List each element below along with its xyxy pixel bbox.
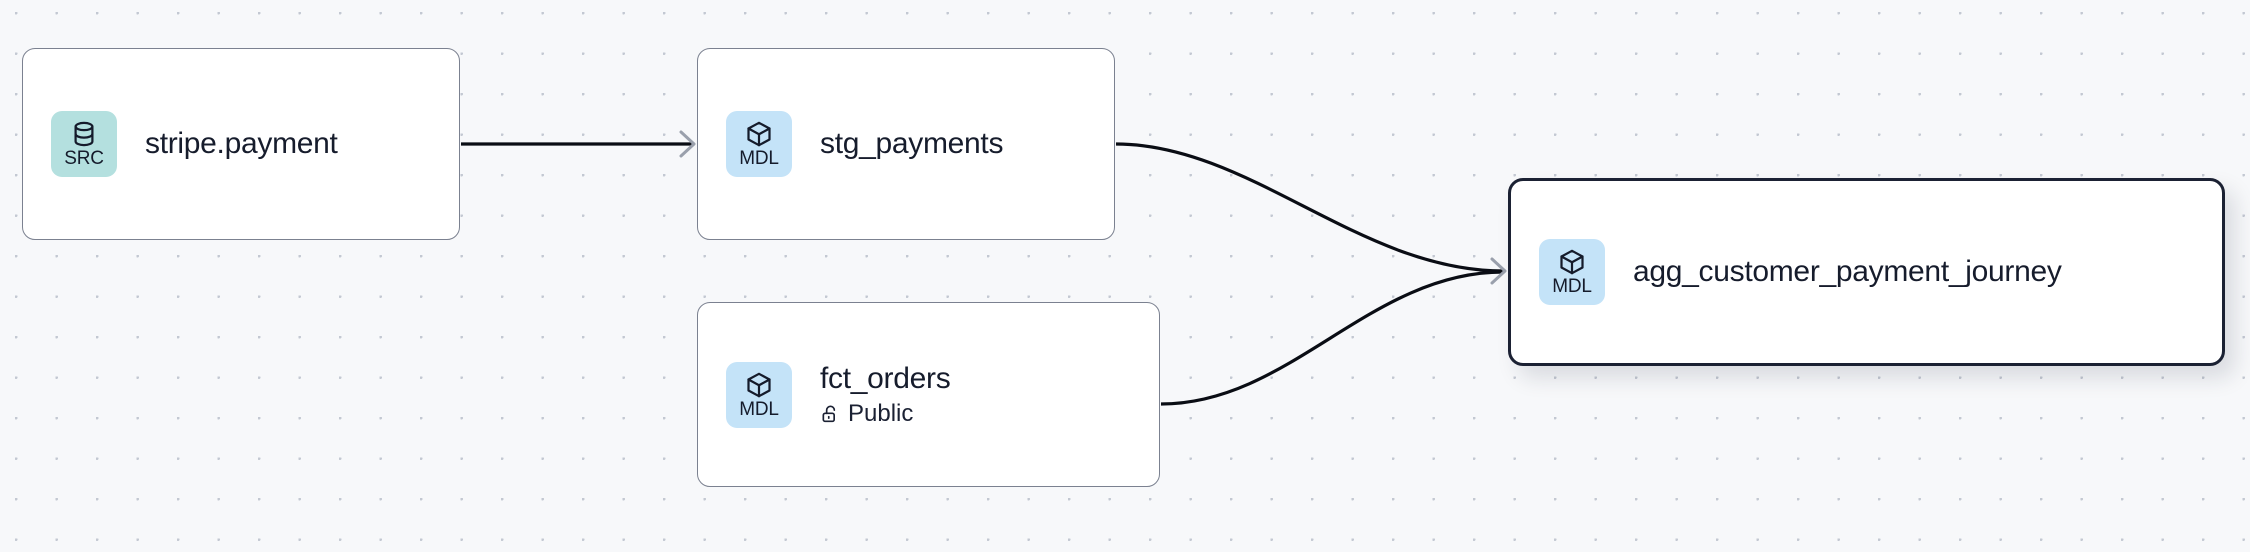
node-text-block: stg_payments: [820, 127, 1003, 161]
badge-label: SRC: [64, 148, 104, 169]
node-title: stripe.payment: [145, 127, 338, 161]
cube-icon: [1560, 249, 1584, 275]
node-text-block: stripe.payment: [145, 127, 338, 161]
node-stripe-payment[interactable]: SRC stripe.payment: [22, 48, 460, 240]
node-text-block: fct_orders Public: [820, 362, 951, 427]
arrowhead-agg-icon: [1490, 257, 1507, 285]
cube-icon: [747, 121, 771, 147]
node-title: agg_customer_payment_journey: [1633, 255, 2062, 289]
node-fct-orders[interactable]: MDL fct_orders Public: [697, 302, 1160, 487]
node-type-badge-src: SRC: [51, 111, 117, 177]
node-visibility: Public: [820, 399, 950, 427]
node-stg-payments[interactable]: MDL stg_payments: [697, 48, 1115, 240]
edge-fct-orders-to-agg: [1160, 270, 1504, 406]
node-text-block: agg_customer_payment_journey: [1633, 255, 2062, 289]
node-type-badge-mdl: MDL: [726, 361, 792, 428]
badge-label: MDL: [739, 148, 779, 169]
edge-stg-payments-to-agg: [1115, 142, 1504, 273]
node-agg-customer-payment-journey[interactable]: MDL agg_customer_payment_journey: [1508, 178, 2225, 366]
node-type-badge-mdl: MDL: [1539, 239, 1605, 305]
node-type-badge-mdl: MDL: [726, 111, 792, 177]
cube-icon: [747, 372, 771, 397]
badge-label: MDL: [1552, 276, 1592, 297]
unlock-icon: [822, 405, 836, 422]
node-title: fct_orders: [820, 362, 951, 395]
visibility-label: Public: [848, 399, 914, 427]
arrowhead-stg-payments-icon: [679, 130, 696, 158]
badge-label: MDL: [739, 398, 779, 420]
node-title: stg_payments: [820, 127, 1004, 161]
database-icon: [74, 121, 94, 147]
